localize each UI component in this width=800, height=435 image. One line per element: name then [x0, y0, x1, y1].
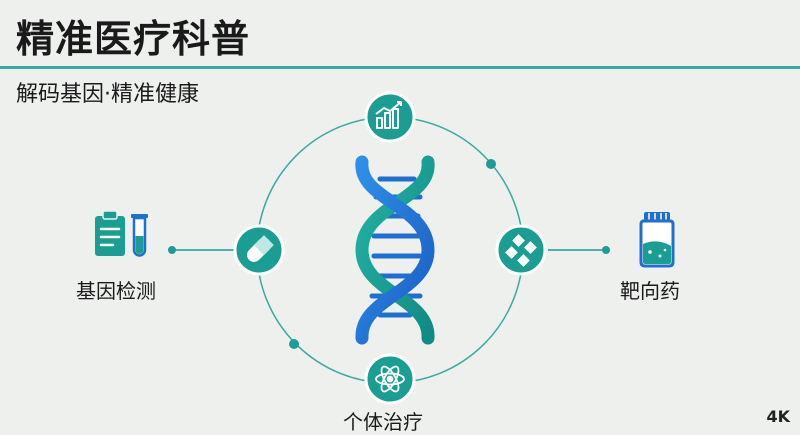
ring-dot-upper-right	[486, 159, 496, 169]
corner-badge: 4K	[766, 407, 790, 426]
diagram-svg	[95, 91, 675, 405]
genetic-testing-label: 基因检测	[76, 279, 156, 303]
growth-chart-icon	[375, 101, 402, 129]
left-connector-dot	[168, 246, 176, 254]
page-subtitle: 解码基因·精准健康	[16, 82, 199, 107]
right-connector-dot	[602, 246, 610, 254]
page-title: 精准医疗科普	[16, 17, 251, 61]
infographic-canvas: 精准医疗科普 解码基因·精准健康	[0, 17, 800, 434]
atom-node	[364, 353, 416, 405]
medicine-bottle-icon	[639, 212, 675, 268]
dna-icon	[355, 155, 435, 345]
clipboard-test-tube-icon	[95, 210, 148, 257]
individual-treatment-label: 个体治疗	[343, 410, 423, 434]
atom-icon	[375, 365, 405, 393]
title-divider	[0, 66, 800, 69]
ring-dot-lower-left	[289, 339, 299, 349]
targeted-drug-label: 靶向药	[620, 279, 680, 303]
growth-chart-node	[364, 91, 416, 143]
capsule-node	[233, 224, 285, 276]
capsule-icon	[247, 235, 274, 262]
molecule-node	[495, 224, 547, 276]
